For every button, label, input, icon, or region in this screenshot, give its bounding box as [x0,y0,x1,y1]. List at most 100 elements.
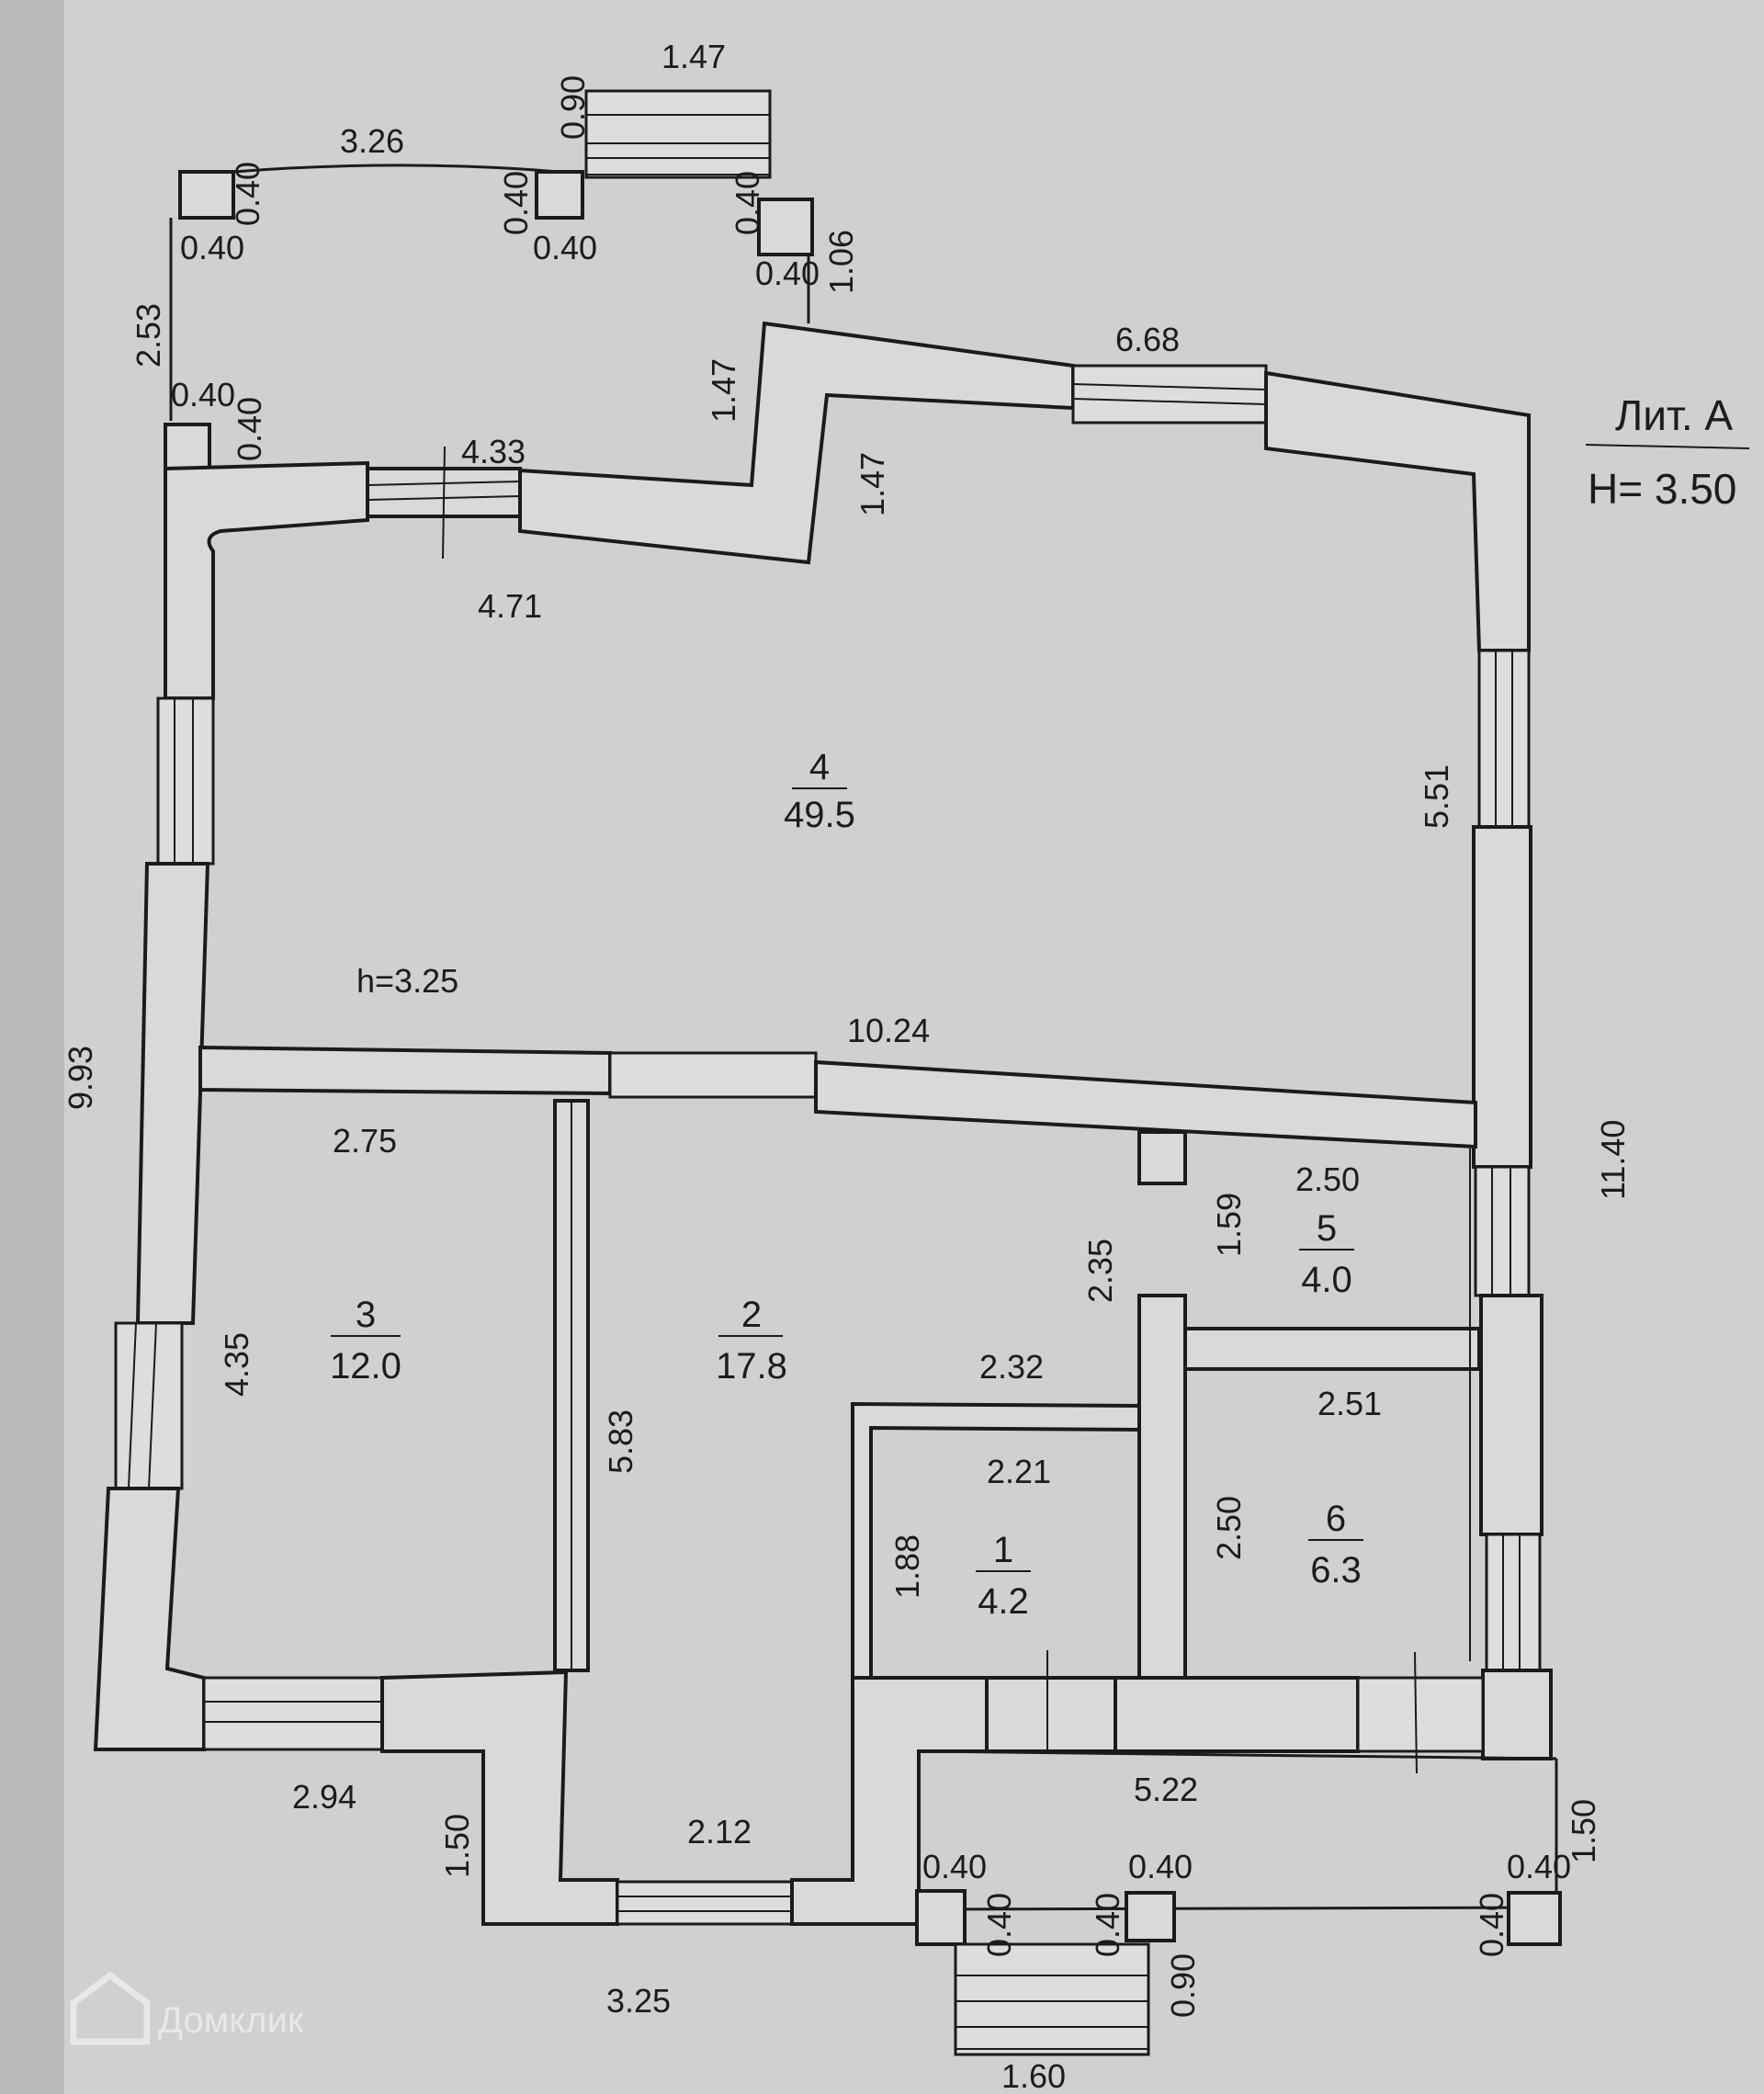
house-logo-icon [70,1971,151,2045]
partitions [198,1045,1481,1680]
partition-room1 [851,1401,1141,1680]
dim-room1-w: 2.21 [987,1453,1051,1490]
dim-pillar-c-w: 0.40 [755,255,820,292]
east-window-1 [1477,649,1531,829]
east-window-2 [1474,1165,1531,1297]
dim-room5-h: 1.59 [1210,1193,1248,1257]
watermark-text: Домклик [158,2000,304,2041]
dim-terrace-h: 1.50 [1565,1799,1602,1863]
svg-text:4: 4 [809,747,830,787]
dim-pillar-f-w: 0.40 [1128,1848,1193,1885]
dim-top-step-d: 0.90 [554,75,592,140]
svg-text:2: 2 [741,1295,762,1335]
dim-pillar-d-w: 0.40 [171,376,235,413]
west-window-2 [114,1321,184,1490]
top-steps [584,89,772,179]
dim-room4-top: 4.71 [478,587,542,625]
dim-pillar-a-h: 0.40 [229,162,266,226]
terrace-bottom-railing [918,1906,1557,1911]
svg-text:6: 6 [1326,1499,1346,1539]
dim-room6-w: 2.51 [1317,1385,1382,1422]
dim-porch-left-h: 2.53 [130,303,167,368]
dim-room2-bottom-w: 2.12 [687,1813,752,1851]
svg-text:4.0: 4.0 [1301,1260,1352,1300]
wall-west-1 [135,862,210,1325]
east-window-3 [1485,1533,1542,1672]
watermark: Домклик [70,1971,304,2045]
dim-room2-step-w: 2.32 [979,1348,1044,1386]
dim-terrace-w: 5.22 [1134,1771,1198,1808]
svg-text:49.5: 49.5 [784,795,855,835]
south-window-right [1356,1676,1485,1753]
dim-pillar-b-h: 0.40 [497,171,535,235]
header-block: Лит. А H= 3.50 [1585,391,1750,513]
room-3-label: 3 12.0 [330,1295,401,1387]
dim-room4-right: 5.51 [1418,764,1455,829]
partition-room4-south-b [814,1059,1477,1149]
dim-room3-w: 2.75 [333,1122,397,1160]
svg-text:3: 3 [356,1295,376,1335]
svg-text:6.3: 6.3 [1310,1550,1362,1590]
partition-room5-room6 [1183,1327,1481,1371]
room-2-label: 2 17.8 [716,1295,787,1387]
dim-bottom-left-h: 1.50 [438,1814,476,1878]
height-label: H= 3.50 [1588,465,1736,513]
dim-room3-h: 4.35 [218,1332,255,1397]
dim-pillar-g-w: 0.40 [1507,1848,1571,1885]
south-door [985,1676,1117,1753]
porch-pillar-b [535,170,584,220]
svg-text:17.8: 17.8 [716,1346,787,1387]
room-6-label: 6 6.3 [1308,1499,1363,1590]
wall-nw [164,460,369,700]
room-5-label: 5 4.0 [1299,1208,1354,1300]
room-labels: 4 49.5 3 12.0 2 17.8 5 4.0 6 6.3 1 4.2 [330,747,1363,1622]
lit-label: Лит. А [1615,391,1733,439]
dim-ledge-a: 1.47 [705,358,742,423]
dimension-lines [442,446,1471,1774]
room-4-label: 4 49.5 [784,747,855,835]
south-terrace [915,1749,1562,2056]
top-porch [164,89,814,470]
dim-room5-w: 2.50 [1295,1160,1360,1198]
bottom-steps [954,1942,1150,2056]
svg-text:1: 1 [993,1530,1013,1570]
dim-pillar-c-h: 0.40 [729,171,766,235]
porch-pillar-c [757,198,814,256]
terrace-top-railing [918,1749,1557,1760]
dim-right-outer: 11.40 [1594,1120,1632,1200]
room-1-label: 1 4.2 [976,1530,1031,1622]
dimension-labels: 1.47 0.90 3.26 0.40 0.40 0.40 0.40 0.40 … [62,38,1632,2094]
ceiling-height: h=3.25 [356,962,458,1000]
south-window-room2 [616,1880,794,1926]
partition-room2-room5-b [1137,1294,1187,1680]
dim-pillar-e-w: 0.40 [922,1848,987,1885]
dim-porch-right-h: 1.06 [822,230,860,294]
dim-north-window: 6.68 [1115,321,1180,358]
south-window-room3 [202,1676,384,1751]
svg-text:4.2: 4.2 [978,1581,1029,1622]
porch-pillar-d [164,423,211,470]
terrace-pillar-f [1125,1891,1176,1942]
wall-east-1 [1472,825,1532,1169]
dim-pillar-b-w: 0.40 [533,229,597,266]
dim-pillar-g-h: 0.40 [1473,1893,1510,1957]
dim-room4-bottom: 10.24 [847,1012,930,1049]
dim-pillar-f-h: 0.40 [1089,1893,1126,1957]
dim-pillar-e-h: 0.40 [980,1893,1018,1957]
wall-east-2 [1479,1294,1544,1536]
north-window [1071,364,1268,424]
wall-se-corner [1481,1669,1553,1760]
wall-south-right [1114,1676,1360,1753]
partition-room4-south-a [198,1045,612,1096]
dim-bottom-step-w: 1.60 [1001,2057,1066,2094]
paper-shadow [0,0,64,2094]
dim-porch-top-w: 3.26 [340,122,404,160]
svg-text:12.0: 12.0 [330,1346,401,1387]
terrace-pillar-e [915,1889,967,1946]
dim-room6-h: 2.50 [1210,1496,1248,1560]
dim-pillar-a-w: 0.40 [180,229,244,266]
doorway-room4-room2 [608,1051,818,1099]
walls [93,321,1553,1926]
dim-room2-top-h: 2.35 [1081,1239,1119,1303]
